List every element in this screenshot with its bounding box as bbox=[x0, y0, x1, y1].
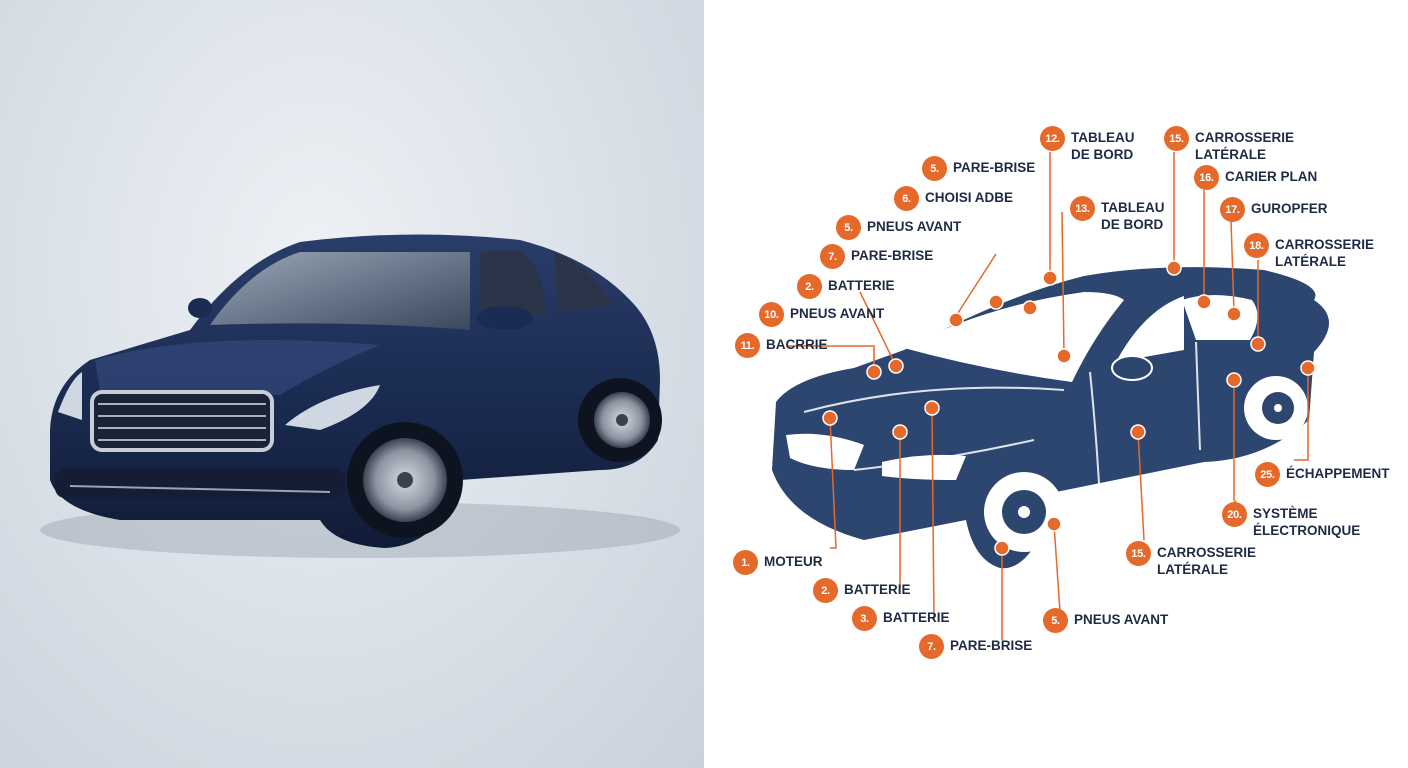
callout-number-badge: 5. bbox=[1043, 608, 1068, 633]
anchor-points bbox=[822, 260, 1316, 556]
callout-2-batterie-top: 2. BATTERIE bbox=[797, 274, 895, 299]
lower-bumper bbox=[55, 468, 345, 498]
callout-label: PNEUS AVANT bbox=[790, 306, 885, 321]
callout-number-badge: 10. bbox=[759, 302, 784, 327]
callout-20-systeme-electronique: 20. SYSTÈME ÉLECTRONIQUE bbox=[1222, 502, 1360, 539]
callout-label: TABLEAU DE BORD bbox=[1071, 130, 1135, 162]
windshield bbox=[210, 252, 470, 330]
callout-18-carrosserie-laterale: 18. CARROSSERIE LATÉRALE bbox=[1244, 233, 1374, 270]
car-diagram-panel: 12. TABLEAU DE BORD 15. CARROSSERIE LATÉ… bbox=[704, 0, 1408, 768]
callout-12-tableau-de-bord: 12. TABLEAU DE BORD bbox=[1040, 126, 1135, 163]
diagram-front-window bbox=[1116, 296, 1184, 362]
callout-label: CHOISI ADBE bbox=[925, 190, 1014, 205]
callout-label: GUROPFER bbox=[1251, 201, 1328, 216]
callout-number-badge: 18. bbox=[1244, 233, 1269, 258]
callout-5-pare-brise: 5. PARE-BRISE bbox=[922, 156, 1035, 181]
callout-number-badge: 7. bbox=[820, 244, 845, 269]
callout-label: PNEUS AVANT bbox=[1074, 612, 1169, 627]
callout-7-pare-brise-top: 7. PARE-BRISE bbox=[820, 244, 933, 269]
callout-number-badge: 3. bbox=[852, 606, 877, 631]
callout-number-badge: 5. bbox=[836, 215, 861, 240]
callout-15-carrosserie-laterale-bottom: 15. CARROSSERIE LATÉRALE bbox=[1126, 541, 1256, 578]
callout-number-badge: 12. bbox=[1040, 126, 1065, 151]
callout-number-badge: 25. bbox=[1255, 462, 1280, 487]
callout-label: SYSTÈME ÉLECTRONIQUE bbox=[1253, 506, 1361, 538]
callout-label: PNEUS AVANT bbox=[867, 219, 962, 234]
hood-highlight bbox=[95, 340, 380, 395]
grille bbox=[90, 390, 274, 452]
callout-6-choisi-adbe: 6. CHOISI ADBE bbox=[894, 186, 1013, 211]
callout-1-moteur: 1. MOTEUR bbox=[733, 550, 823, 575]
diagram-mirror bbox=[1111, 355, 1153, 381]
callout-label: CARROSSERIE LATÉRALE bbox=[1275, 237, 1375, 269]
callout-25-echappement: 25. ÉCHAPPEMENT bbox=[1255, 462, 1390, 487]
sedan-photo bbox=[40, 234, 680, 558]
headlight-right bbox=[285, 385, 380, 430]
callout-number-badge: 6. bbox=[894, 186, 919, 211]
callout-16-carier-plan: 16. CARIER PLAN bbox=[1194, 165, 1317, 190]
callout-label: MOTEUR bbox=[764, 554, 823, 569]
callout-number-badge: 15. bbox=[1126, 541, 1151, 566]
callout-7-pare-brise-bottom: 7. PARE-BRISE bbox=[919, 634, 1032, 659]
callout-label: PARE-BRISE bbox=[953, 160, 1036, 175]
callout-label: BATTERIE bbox=[844, 582, 911, 597]
headlight-left bbox=[58, 372, 82, 420]
car-silhouette bbox=[772, 152, 1329, 640]
side-window-rear bbox=[555, 252, 612, 312]
callout-number-badge: 11. bbox=[735, 333, 760, 358]
callout-label: TABLEAU DE BORD bbox=[1101, 200, 1165, 232]
callout-number-badge: 5. bbox=[922, 156, 947, 181]
callout-label: BACRRIE bbox=[766, 337, 828, 352]
car-photo-panel bbox=[0, 0, 704, 768]
callout-label: BATTERIE bbox=[883, 610, 950, 625]
diagram-headlight-left bbox=[786, 433, 864, 470]
callout-number-badge: 2. bbox=[813, 578, 838, 603]
callout-number-badge: 16. bbox=[1194, 165, 1219, 190]
callout-label: PARE-BRISE bbox=[851, 248, 934, 263]
callout-15-carrosserie-laterale-top: 15. CARROSSERIE LATÉRALE bbox=[1164, 126, 1294, 163]
callout-5-pneus-avant-bottom: 5. PNEUS AVANT bbox=[1043, 608, 1168, 633]
callout-5-pneus-avant-top: 5. PNEUS AVANT bbox=[836, 215, 961, 240]
callout-number-badge: 15. bbox=[1164, 126, 1189, 151]
callout-3-batterie: 3. BATTERIE bbox=[852, 606, 950, 631]
diagram-car-body bbox=[772, 267, 1329, 569]
side-mirror bbox=[477, 306, 533, 330]
callout-label: ÉCHAPPEMENT bbox=[1286, 466, 1390, 481]
callout-label: CARROSSERIE LATÉRALE bbox=[1157, 545, 1257, 577]
callout-label: CARIER PLAN bbox=[1225, 169, 1318, 184]
callout-13-tableau-de-bord: 13. TABLEAU DE BORD bbox=[1070, 196, 1165, 233]
callout-number-badge: 17. bbox=[1220, 197, 1245, 222]
callout-11-bacrrie: 11. BACRRIE bbox=[735, 333, 828, 358]
callout-number-badge: 1. bbox=[733, 550, 758, 575]
callout-number-badge: 20. bbox=[1222, 502, 1247, 527]
callout-17-guropfer: 17. GUROPFER bbox=[1220, 197, 1328, 222]
diagram-headlight-right bbox=[882, 454, 966, 480]
callout-label: CARROSSERIE LATÉRALE bbox=[1195, 130, 1295, 162]
callout-number-badge: 2. bbox=[797, 274, 822, 299]
side-window-front bbox=[480, 250, 545, 318]
callout-label: PARE-BRISE bbox=[950, 638, 1033, 653]
callout-2-batterie-bottom: 2. BATTERIE bbox=[813, 578, 911, 603]
callout-10-pneus-avant: 10. PNEUS AVANT bbox=[759, 302, 884, 327]
callout-label: BATTERIE bbox=[828, 278, 895, 293]
callout-number-badge: 13. bbox=[1070, 196, 1095, 221]
callout-number-badge: 7. bbox=[919, 634, 944, 659]
